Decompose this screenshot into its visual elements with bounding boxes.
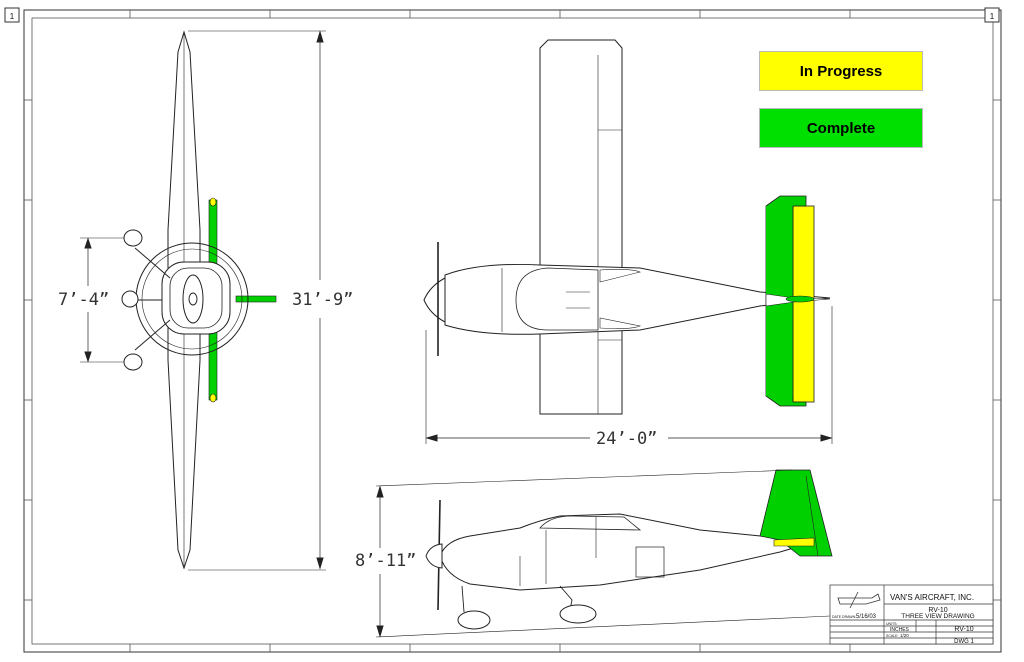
side-view-nose-wheel [457,610,491,630]
title-block-sheet: DWG 1 [954,639,974,645]
top-view [423,39,833,444]
side-view [375,469,833,638]
corner-number-right: 1 [990,12,995,21]
corner-box-right [984,7,1000,23]
border-tick-marks [24,10,1001,652]
dimension-wingspan: 31’-9” [292,290,353,310]
legend-complete: Complete [759,108,923,148]
legend-in-progress: In Progress [759,51,923,91]
title-block-date: 5/16/03 [856,614,877,620]
dimension-stab-span: 7’-4” [58,290,109,310]
title-block-units-label: UNITS: [886,622,898,626]
title-block [829,584,994,645]
title-block-date-label: DATE DRAWN: [832,615,856,619]
title-block-scale-label: SCALE: [886,634,898,638]
front-view-wheel-top [123,229,143,247]
top-view-wing [539,39,623,415]
dimension-length: 24’-0” [596,429,657,449]
side-view-nose-gear [461,585,465,613]
side-view-main-wheel [559,604,597,624]
legend-complete-label: Complete [806,119,876,137]
side-view-fuselage [439,513,802,591]
title-block-company: VAN'S AIRCRAFT, INC. [890,593,974,602]
front-view-wheel-bottom [123,353,143,371]
top-view-elevator-yellow [792,205,815,403]
title-block-scale: 1/20 [900,633,909,638]
title-block-model: RV-10 [928,607,947,614]
corner-box-left [4,7,20,23]
dimension-height: 8’-11” [355,551,416,571]
legend-in-progress-label: In Progress [799,62,883,80]
front-view-wheel-mid [121,290,139,308]
front-view [80,30,326,571]
title-block-units: INCHES [890,627,910,633]
corner-number-left: 1 [10,12,15,21]
sheet-border-inner [31,17,994,645]
title-block-drawing-title: THREE VIEW DRAWING [901,613,974,620]
sheet-border-outer [23,9,1002,653]
company-logo [837,591,881,609]
title-block-dwg-number: RV-10 [954,626,973,633]
